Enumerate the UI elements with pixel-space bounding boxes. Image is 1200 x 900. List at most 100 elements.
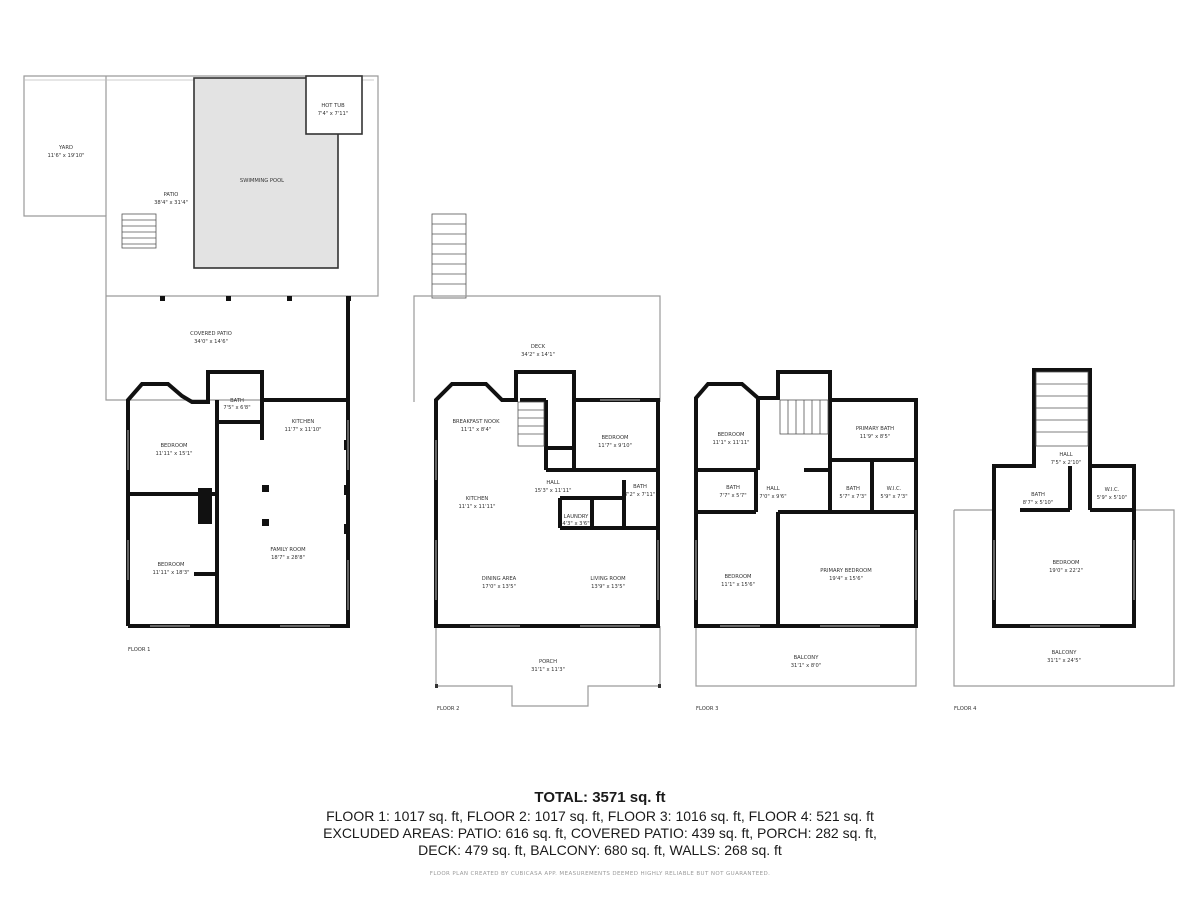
floor-2-plan: DECK 34'2" x 14'1" BREAKFAST NOOK 11'1" …	[413, 213, 661, 712]
hall-2-dim: 15'3" x 11'11"	[534, 488, 571, 494]
floor-3-windows	[695, 530, 917, 627]
covered-patio-dim: 34'0" x 14'6"	[194, 339, 228, 345]
floor-4-label: FLOOR 4	[954, 706, 977, 712]
floor-2-walls	[434, 370, 660, 628]
hall-2-name: HALL	[546, 480, 559, 486]
living-name: LIVING ROOM	[590, 576, 625, 582]
floor-3-walls	[694, 370, 918, 628]
bath-4-name: BATH	[1031, 492, 1045, 498]
breakfast-nook-name: BREAKFAST NOOK	[452, 419, 500, 425]
bath-dim: 7'5" x 6'8"	[223, 405, 250, 411]
primary-bath-name: PRIMARY BATH	[856, 426, 894, 432]
porch-name: PORCH	[539, 659, 557, 665]
breakfast-nook-dim: 11'1" x 8'4"	[461, 427, 492, 433]
bath-3b-dim: 5'7" x 7'3"	[839, 494, 866, 500]
yard-name: YARD	[58, 145, 73, 151]
hot-tub	[305, 75, 363, 135]
bath-4-dim: 8'7" x 5'10"	[1023, 500, 1054, 506]
porch-dim: 31'1" x 11'3"	[531, 667, 565, 673]
balcony-4-outline	[953, 509, 1175, 687]
kitchen-name: KITCHEN	[292, 419, 315, 425]
bedroom-3b-dim: 11'1" x 15'6"	[721, 582, 755, 588]
hall-4-name: HALL	[1059, 452, 1072, 458]
hall-4-dim: 7'5" x 2'10"	[1051, 460, 1082, 466]
patio-dim: 38'4" x 31'4"	[154, 200, 188, 206]
floor-4-stairs	[1035, 371, 1089, 447]
floor-1-plan: YARD 11'6" x 19'10" PATIO 38'4" x 31'4" …	[23, 75, 379, 653]
primary-bath-dim: 11'9" x 8'5"	[860, 434, 891, 440]
porch-posts	[435, 684, 661, 688]
bedroom-3b-name: BEDROOM	[724, 574, 751, 580]
patio-name: PATIO	[164, 192, 179, 198]
bath-2-name: BATH	[633, 484, 647, 490]
floor-3-stairs	[779, 399, 829, 435]
floor-4-plan: HALL 7'5" x 2'10" BATH 8'7" x 5'10" W.I.…	[953, 368, 1175, 712]
hot-tub-name: HOT TUB	[321, 103, 345, 109]
cubicasa-credit: FLOOR PLAN CREATED BY CUBICASA APP. MEAS…	[429, 871, 771, 877]
laundry-dim: 4'3" x 3'6"	[562, 521, 589, 527]
laundry-name: LAUNDRY	[564, 514, 590, 520]
kitchen-2-dim: 11'1" x 11'11"	[458, 504, 495, 510]
bedroom-4-name: BEDROOM	[1052, 560, 1079, 566]
wic-4-dim: 5'9" x 5'10"	[1097, 495, 1128, 501]
floor-2-stairs	[517, 401, 545, 447]
excluded-areas-line: EXCLUDED AREAS: PATIO: 616 sq. ft, COVER…	[323, 825, 877, 841]
pool-name: SWIMMING POOL	[240, 178, 284, 184]
floor-2-windows	[435, 399, 659, 627]
bath-2-dim: 7'2" x 7'11"	[625, 492, 656, 498]
total-area: TOTAL: 3571 sq. ft	[534, 789, 666, 806]
bedroom-a-dim: 11'11" x 15'1"	[155, 451, 192, 457]
floor-areas-line: FLOOR 1: 1017 sq. ft, FLOOR 2: 1017 sq. …	[326, 808, 874, 824]
floor-3-plan: BEDROOM 11'1" x 11'11" PRIMARY BATH 11'9…	[694, 370, 918, 712]
primary-bedroom-name: PRIMARY BEDROOM	[820, 568, 871, 574]
floor-1-windows	[127, 420, 349, 627]
deck-stairs	[431, 213, 467, 299]
wic-3-name: W.I.C.	[887, 486, 902, 492]
primary-bedroom-dim: 19'4" x 15'6"	[829, 576, 863, 582]
kitchen-dim: 11'7" x 11'10"	[284, 427, 321, 433]
patio-steps	[121, 213, 157, 249]
floor-1-label: FLOOR 1	[128, 647, 150, 653]
bath-3a-name: BATH	[726, 485, 740, 491]
bedroom-b-name: BEDROOM	[157, 562, 184, 568]
bath-3b-name: BATH	[846, 486, 860, 492]
floor-4-windows	[993, 540, 1135, 627]
dining-dim: 17'0" x 13'5"	[482, 584, 516, 590]
yard-dim: 11'6" x 19'10"	[47, 153, 84, 159]
covered-patio-name: COVERED PATIO	[190, 331, 232, 337]
hall-3-name: HALL	[766, 486, 779, 492]
floor-plan-drawing: YARD 11'6" x 19'10" PATIO 38'4" x 31'4" …	[23, 75, 1175, 712]
excluded-areas-line-2: DECK: 479 sq. ft, BALCONY: 680 sq. ft, W…	[418, 842, 782, 858]
bedroom-b-dim: 11'11" x 18'3"	[152, 570, 189, 576]
bedroom-3a-name: BEDROOM	[717, 432, 744, 438]
bedroom-2-dim: 11'7" x 9'10"	[598, 443, 632, 449]
balcony-4-name: BALCONY	[1052, 650, 1078, 656]
balcony-4-dim: 31'1" x 24'5"	[1047, 658, 1081, 664]
wic-3-dim: 5'9" x 7'3"	[880, 494, 907, 500]
balcony-3-dim: 31'1" x 8'0"	[791, 663, 822, 669]
bath-3a-dim: 7'7" x 5'7"	[719, 493, 746, 499]
balcony-3-name: BALCONY	[794, 655, 820, 661]
floor-3-label: FLOOR 3	[696, 706, 718, 712]
family-room-dim: 18'7" x 28'8"	[271, 555, 305, 561]
porch-outline	[435, 626, 661, 707]
floor-2-label: FLOOR 2	[437, 706, 459, 712]
dining-name: DINING AREA	[482, 576, 517, 582]
deck-name: DECK	[531, 344, 546, 350]
wic-4-name: W.I.C.	[1105, 487, 1120, 493]
family-room-name: FAMILY ROOM	[270, 547, 305, 553]
bedroom-a-name: BEDROOM	[160, 443, 187, 449]
bedroom-4-dim: 19'0" x 22'2"	[1049, 568, 1083, 574]
floor-1-fixtures	[198, 440, 350, 534]
bedroom-3a-dim: 11'1" x 11'11"	[712, 440, 749, 446]
patio-posts	[160, 296, 351, 301]
deck-outline	[413, 295, 661, 402]
balcony-3-outline	[695, 626, 917, 687]
hall-3-dim: 7'0" x 9'6"	[759, 494, 786, 500]
living-dim: 13'9" x 13'5"	[591, 584, 625, 590]
floor-1-walls	[126, 300, 350, 628]
deck-dim: 34'2" x 14'1"	[521, 352, 555, 358]
kitchen-2-name: KITCHEN	[466, 496, 489, 502]
hot-tub-dim: 7'4" x 7'11"	[318, 111, 349, 117]
bath-name: BATH	[230, 398, 244, 404]
